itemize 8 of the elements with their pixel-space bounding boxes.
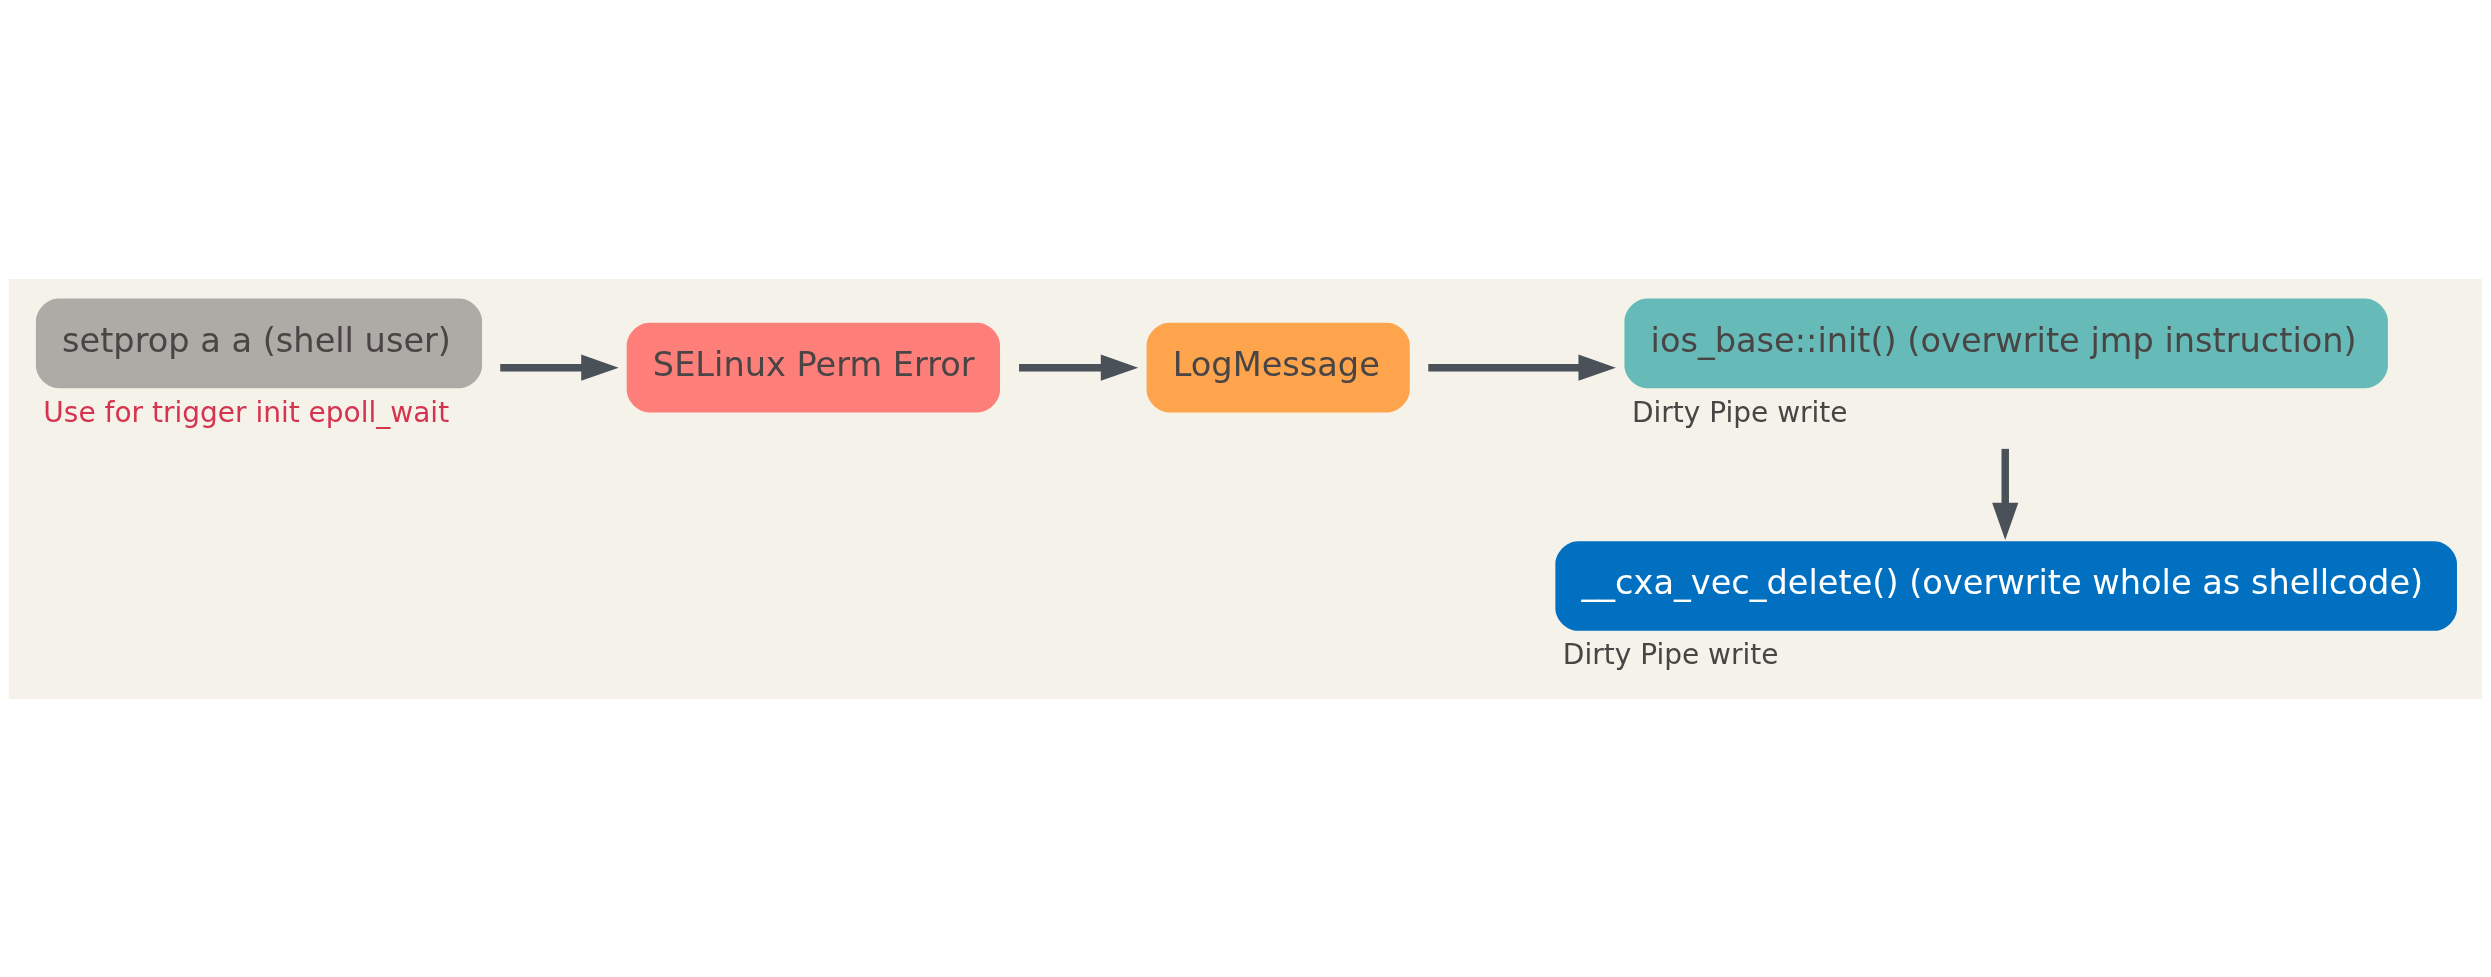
node-label: Dirty Pipe write: [1631, 395, 1848, 429]
node-label: Use for trigger init epoll_wait: [43, 395, 450, 429]
node-box: ios_base::init() (overwrite jmp instruction): [1624, 298, 2388, 388]
node-box: SELinux Perm Error: [626, 322, 1001, 412]
node-box: __cxa_vec_delete() (overwrite whole as shellcode): [1555, 540, 2457, 631]
node-box: setprop a a (shell user): [35, 298, 483, 388]
node-box: LogMessage: [1146, 322, 1410, 412]
node-label: Dirty Pipe write: [1562, 637, 1779, 671]
